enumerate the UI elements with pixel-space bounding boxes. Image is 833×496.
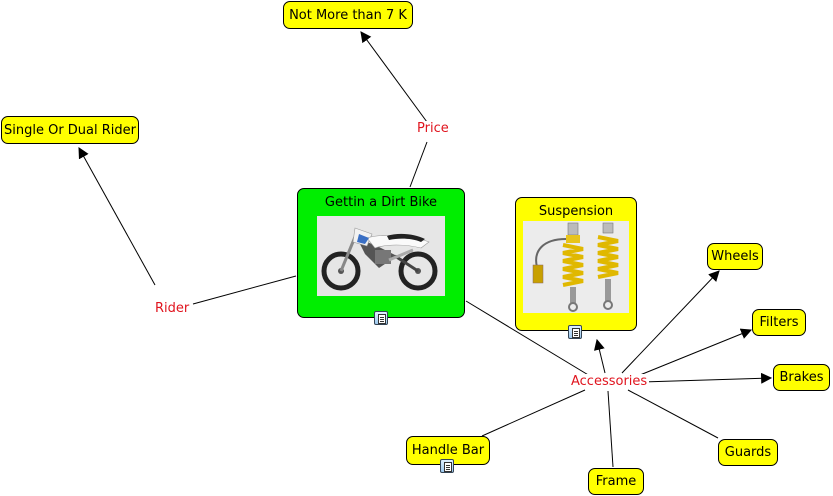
concept-suspension-title: Suspension [538, 204, 614, 219]
concept-brakes-label: Brakes [779, 370, 824, 385]
line-acc-handlebar [481, 389, 586, 437]
line-root-rider [192, 275, 297, 305]
concept-rider-value-label: Single Or Dual Rider [3, 122, 136, 138]
link-label-price[interactable]: Price [415, 121, 451, 136]
concept-brakes[interactable]: Brakes [773, 364, 830, 391]
dirt-bike-photo [317, 216, 445, 296]
concept-filters-label: Filters [759, 315, 799, 330]
line-acc-wheels [621, 270, 720, 374]
line-rider-value [78, 147, 156, 286]
line-acc-guards [627, 389, 719, 439]
line-acc-filters [639, 328, 753, 376]
link-label-accessories[interactable]: Accessories [569, 374, 650, 389]
shock-absorber-icon [523, 221, 629, 313]
concept-filters[interactable]: Filters [752, 309, 806, 336]
link-label-rider[interactable]: Rider [153, 301, 192, 316]
concept-price-value-label: Not More than 7 K [289, 7, 407, 23]
line-acc-brakes [641, 372, 773, 384]
dirt-bike-icon [317, 216, 445, 296]
concept-suspension[interactable]: Suspension [515, 197, 637, 331]
concept-guards[interactable]: Guards [718, 439, 778, 466]
concept-handle-bar-document-icon[interactable] [440, 459, 454, 473]
concept-guards-label: Guards [724, 445, 772, 460]
line-acc-frame [607, 390, 614, 468]
suspension-photo [523, 221, 629, 313]
concept-wheels-label: Wheels [711, 249, 759, 264]
concept-price-value[interactable]: Not More than 7 K [283, 1, 413, 29]
concept-rider-value[interactable]: Single Or Dual Rider [1, 116, 139, 144]
line-acc-suspension [593, 338, 606, 374]
line-root-accessories [465, 300, 591, 377]
concept-frame[interactable]: Frame [588, 468, 644, 495]
root-concept[interactable]: Gettin a Dirt Bike [297, 188, 465, 318]
concept-wheels[interactable]: Wheels [707, 243, 763, 270]
line-root-price [409, 141, 428, 188]
root-concept-title: Gettin a Dirt Bike [324, 195, 438, 210]
concept-handle-bar-label: Handle Bar [411, 443, 485, 458]
root-concept-document-icon[interactable] [374, 311, 388, 325]
concept-suspension-document-icon[interactable] [568, 325, 582, 339]
concept-frame-label: Frame [595, 474, 637, 489]
line-price-value [360, 31, 428, 123]
